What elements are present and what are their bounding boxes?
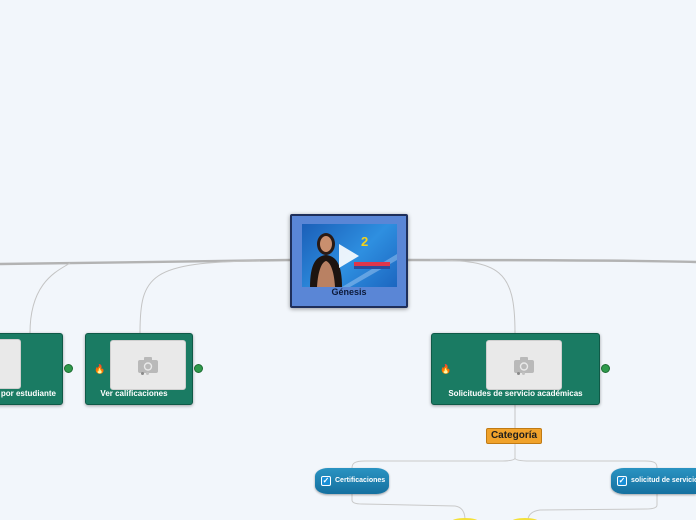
- image-placeholder: [0, 339, 21, 389]
- camera-icon: [138, 357, 158, 373]
- central-topic[interactable]: 2 Génesis: [290, 214, 408, 308]
- image-placeholder: [486, 340, 562, 390]
- connector-solicitud: [514, 457, 658, 469]
- link-icon[interactable]: [194, 364, 203, 373]
- link-icon[interactable]: [601, 364, 610, 373]
- central-topic-label: Génesis: [331, 287, 367, 297]
- subtopic-certificaciones[interactable]: ✓ Certificaciones: [315, 468, 389, 494]
- topic-label: Ver calificaciones: [100, 389, 168, 398]
- pager-dots: [141, 372, 153, 376]
- connector-ver: [139, 260, 261, 334]
- check-icon: ✓: [617, 476, 627, 486]
- video-thumbnail[interactable]: 2: [302, 224, 397, 287]
- camera-icon: [514, 357, 534, 373]
- connector-sol: [429, 259, 516, 334]
- connector-below-cert: [351, 494, 466, 520]
- subtopic-label: Certificaciones: [335, 477, 386, 484]
- connector-below-sol: [527, 494, 658, 520]
- topic-label: Solicitudes de servicio académicas: [448, 389, 583, 398]
- connector-left: [29, 262, 71, 334]
- topic-node-solicitudes[interactable]: Solicitudes de servicio académicas: [431, 333, 600, 405]
- video-preview-image: [310, 233, 397, 287]
- check-icon: ✓: [321, 476, 331, 486]
- subtopic-solicitud-de-servicio[interactable]: ✓ solicitud de servicio: [611, 468, 696, 494]
- topic-node-por-estudiante[interactable]: por estudiante: [0, 333, 63, 405]
- category-label[interactable]: Categoría: [486, 428, 542, 444]
- image-placeholder: [110, 340, 186, 390]
- connector-certificaciones: [351, 444, 516, 469]
- fire-icon: 🔥: [440, 364, 452, 374]
- pager-dots: [517, 372, 529, 376]
- video-number: 2: [361, 234, 369, 249]
- fire-icon: 🔥: [94, 364, 106, 374]
- branch-line-left: [0, 258, 291, 266]
- subtopic-label: solicitud de servicio: [631, 477, 696, 484]
- topic-label: por estudiante: [0, 389, 56, 398]
- play-icon[interactable]: [339, 244, 359, 268]
- topic-node-ver-calificaciones-body[interactable]: Ver calificaciones: [85, 333, 193, 405]
- link-icon[interactable]: [64, 364, 73, 373]
